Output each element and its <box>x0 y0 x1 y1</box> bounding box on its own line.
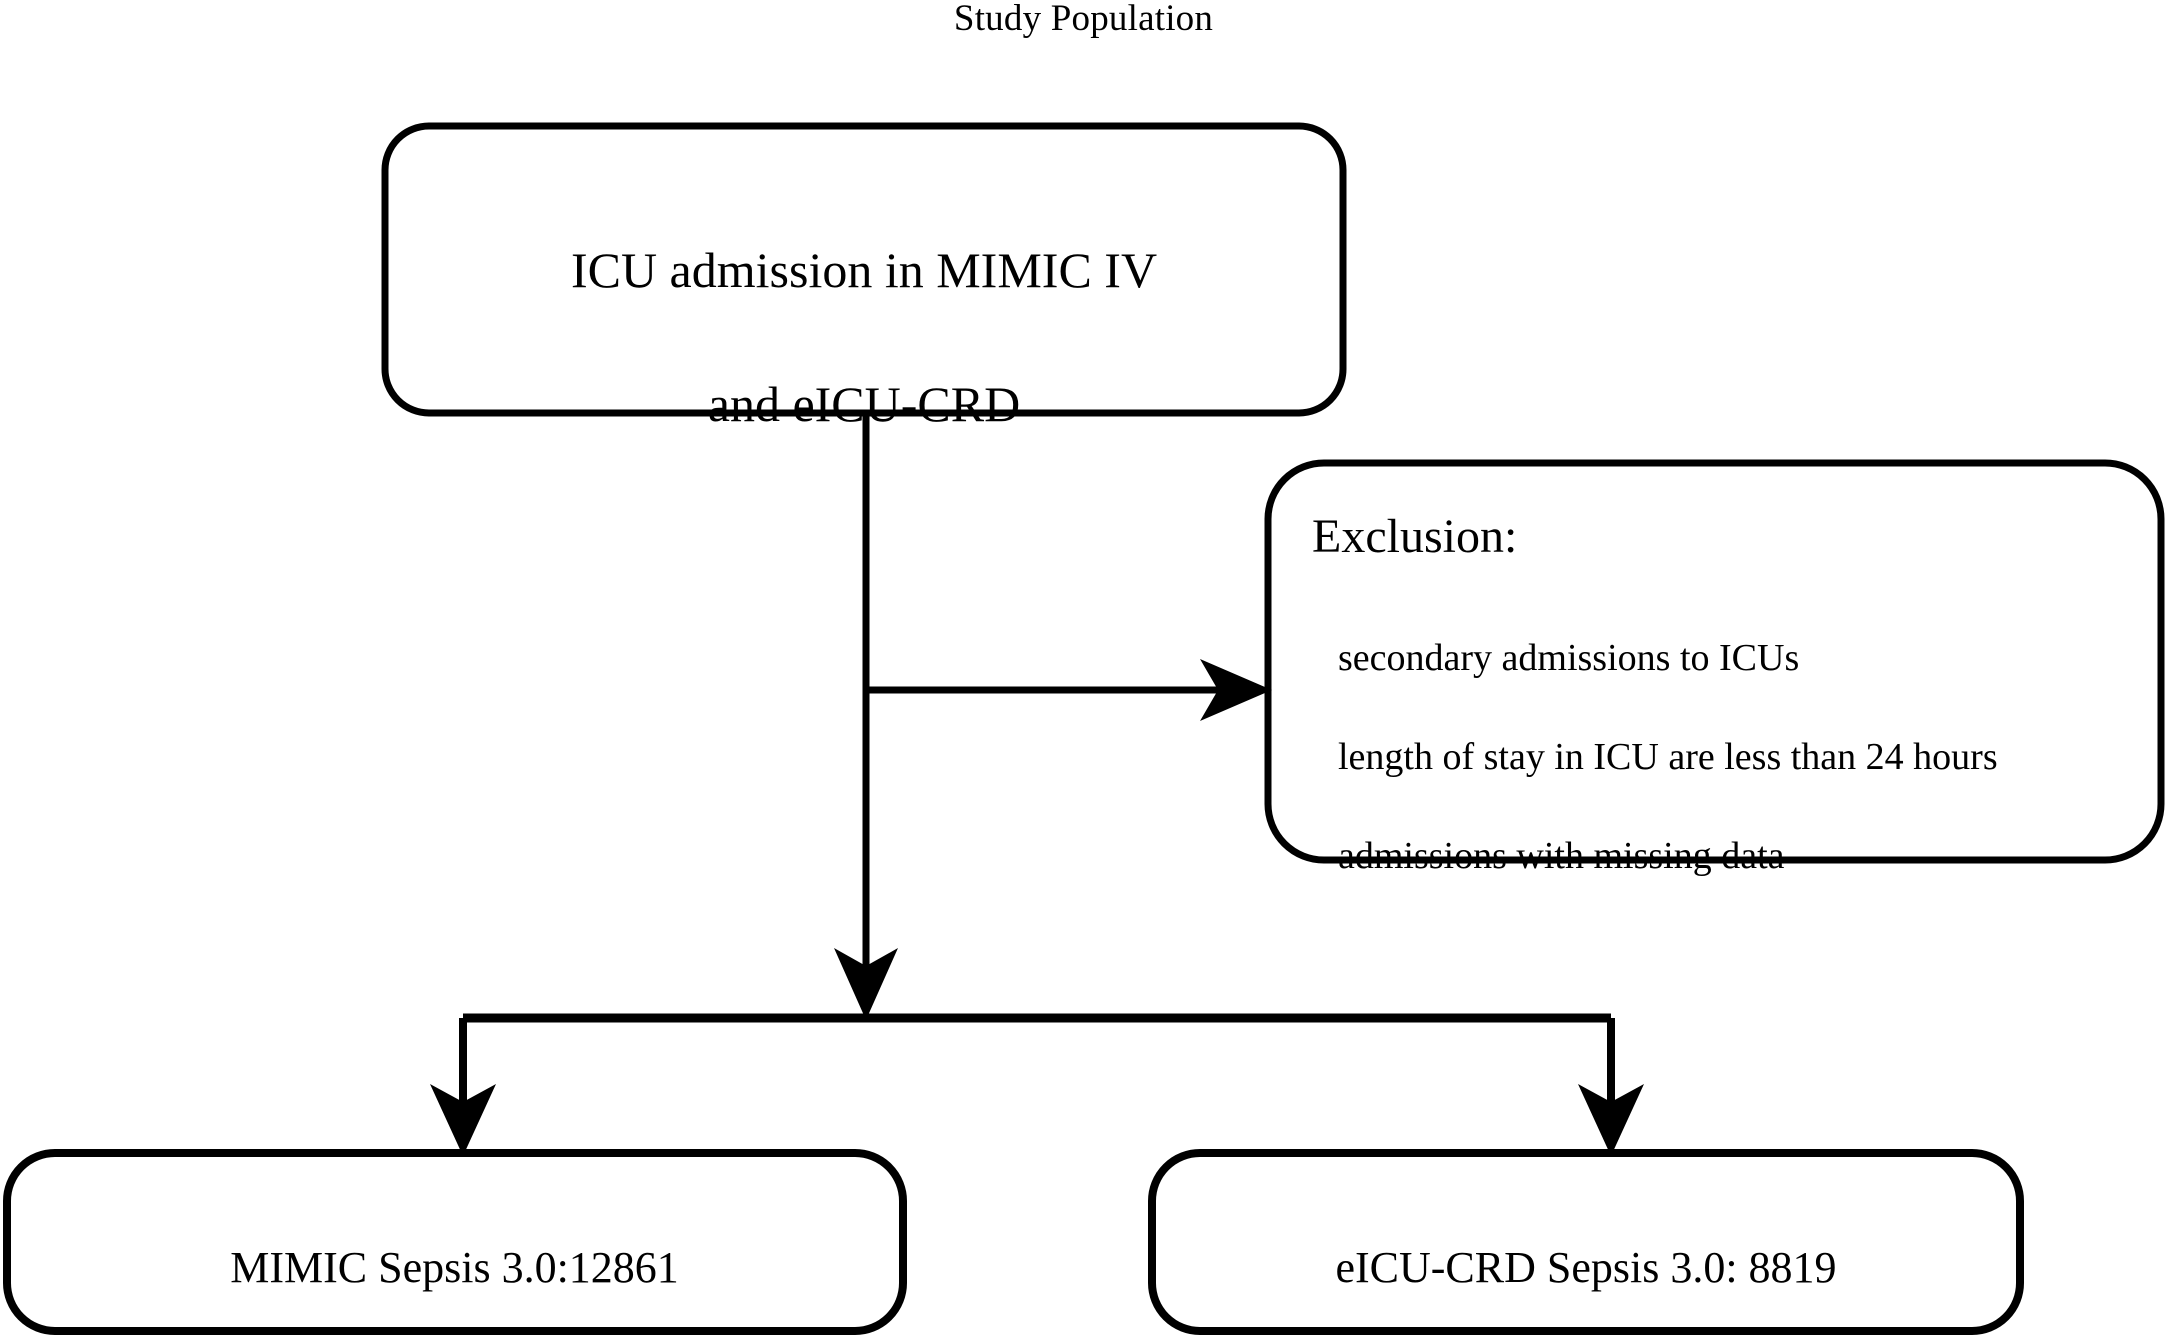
exclusion-criterion-3: admissions with missing data <box>1338 834 1785 877</box>
node-train-label-line1: MIMIC Sepsis 3.0:12861 <box>230 1243 679 1293</box>
node-test-label: eICU-CRD Sepsis 3.0: 8819 (test set) <box>1152 1182 2020 1336</box>
node-source-label: ICU admission in MIMIC IV and eICU-CRD <box>385 170 1343 505</box>
node-exclusion-criteria-list: secondary admissions to ICUs length of s… <box>1338 585 2167 931</box>
node-train-label: MIMIC Sepsis 3.0:12861 (train set) <box>6 1182 903 1336</box>
node-exclusion-heading: Exclusion: <box>1312 510 1518 563</box>
edge-split-to-test <box>1578 1018 1644 1156</box>
node-source-label-line1: ICU admission in MIMIC IV <box>570 242 1158 298</box>
edge-source-to-split <box>834 413 898 1020</box>
node-source-label-line2: and eICU-CRD <box>707 376 1021 432</box>
page-title: Study Population <box>953 0 1214 39</box>
node-train-box[interactable] <box>3 1149 907 1335</box>
edge-split-to-train <box>430 1018 496 1156</box>
edge-source-to-exclusion <box>866 659 1272 721</box>
exclusion-criterion-2: length of stay in ICU are less than 24 h… <box>1338 736 1998 779</box>
exclusion-criterion-1: secondary admissions to ICUs <box>1338 637 1800 680</box>
node-exclusion-box[interactable] <box>1264 459 2165 864</box>
node-test-box[interactable] <box>1148 1149 2024 1335</box>
node-test-label-line1: eICU-CRD Sepsis 3.0: 8819 <box>1335 1243 1837 1293</box>
